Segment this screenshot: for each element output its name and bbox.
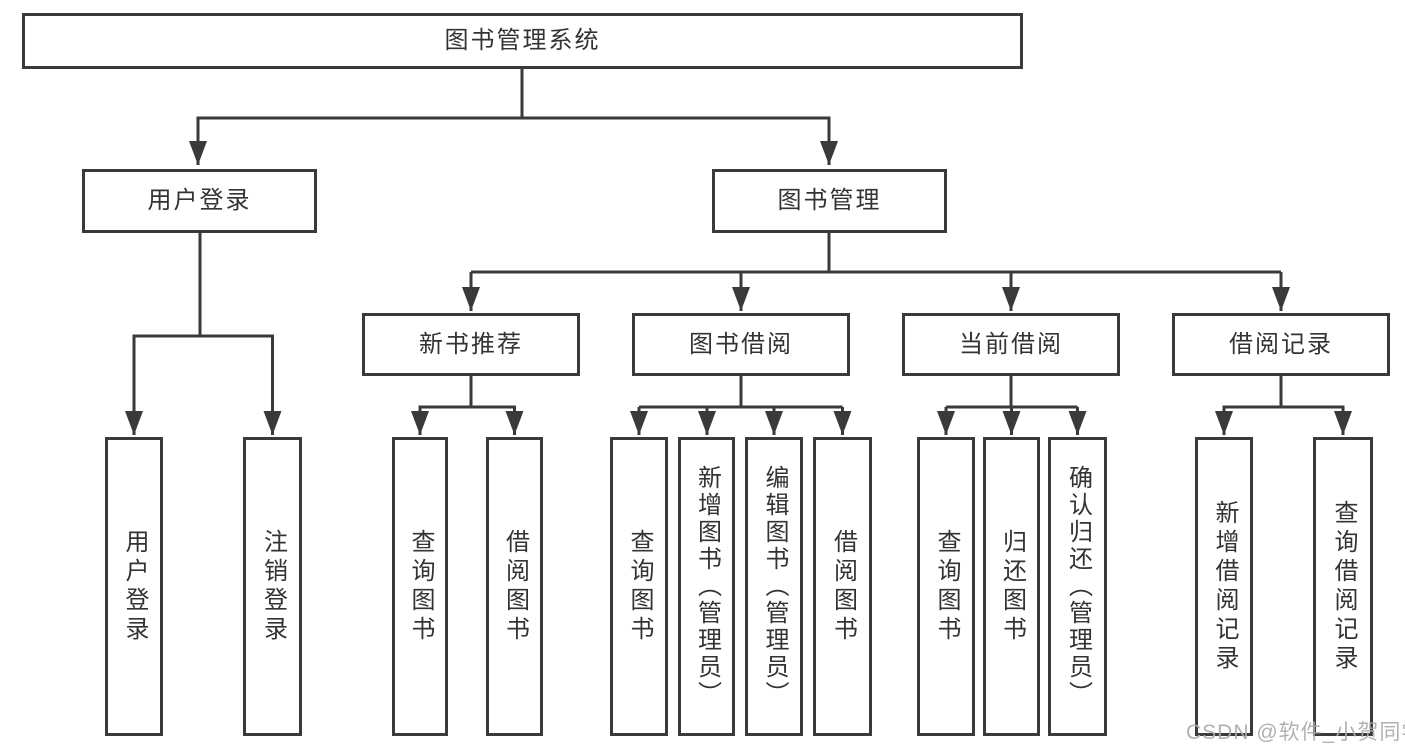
node-book-borrow: 图书借阅 xyxy=(632,313,850,376)
connector-current-borrow xyxy=(937,376,1087,435)
leaf-current-query-book: 查询图书 xyxy=(917,437,975,736)
connector-book-borrow xyxy=(630,376,852,435)
leaf-records-query-borrow-record: 查询借阅记录 xyxy=(1313,437,1373,736)
leaf-records-add-borrow-record: 新增借阅记录 xyxy=(1195,437,1253,736)
node-book-management: 图书管理 xyxy=(712,169,947,233)
csdn-watermark: CSDN @软件_小贺同学 xyxy=(1186,721,1405,744)
leaf-current-confirm-return-admin: 确认归还（管理员） xyxy=(1048,437,1107,736)
node-current-borrow: 当前借阅 xyxy=(902,313,1120,376)
leaf-recommend-query-book: 查询图书 xyxy=(392,437,448,736)
leaf-user-login: 用户登录 xyxy=(105,437,163,736)
node-library-management-system: 图书管理系统 xyxy=(22,13,1023,69)
node-borrow-records: 借阅记录 xyxy=(1172,313,1390,376)
leaf-logout-login: 注销登录 xyxy=(243,437,302,736)
connector-root xyxy=(189,69,838,165)
leaf-current-return-book: 归还图书 xyxy=(983,437,1040,736)
connector-user-login xyxy=(125,233,282,435)
connector-new-book-recommend xyxy=(411,376,524,435)
connector-book-management xyxy=(462,233,1290,311)
connector-borrow-records xyxy=(1215,376,1352,435)
leaf-borrow-borrow-book: 借阅图书 xyxy=(813,437,872,736)
leaf-recommend-borrow-book: 借阅图书 xyxy=(486,437,543,736)
leaf-borrow-add-book-admin: 新增图书（管理员） xyxy=(678,437,735,736)
node-user-login: 用户登录 xyxy=(82,169,317,233)
leaf-borrow-edit-book-admin: 编辑图书（管理员） xyxy=(745,437,803,736)
node-new-book-recommend: 新书推荐 xyxy=(362,313,580,376)
leaf-borrow-query-book: 查询图书 xyxy=(610,437,668,736)
